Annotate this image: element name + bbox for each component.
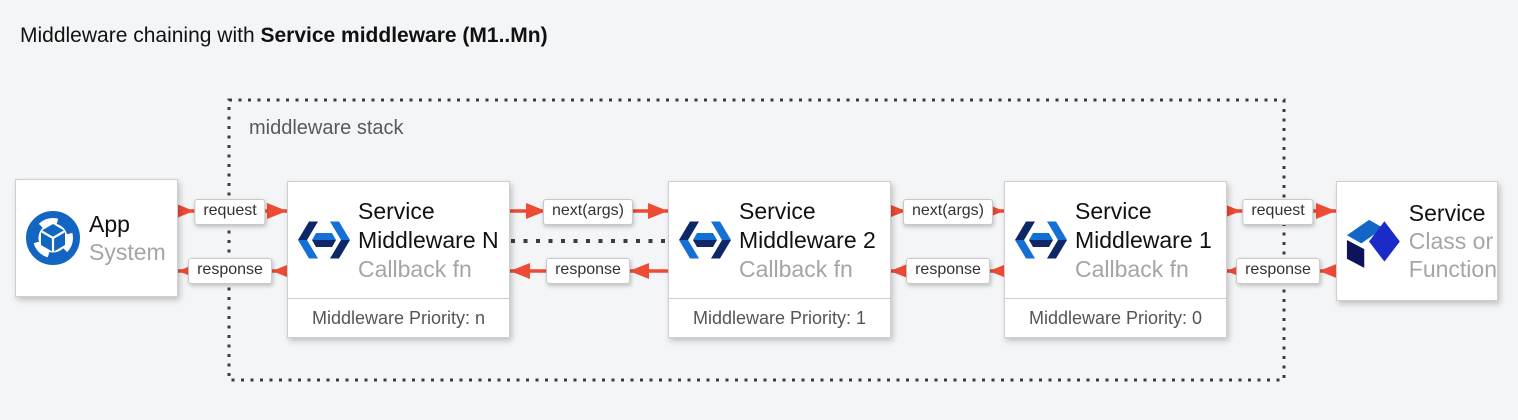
middleware-subtitle: Callback fn [1075,255,1189,282]
middleware-priority: Middleware Priority: 1 [669,298,890,338]
middleware-name-line1: Service [358,197,435,224]
edge-label-response-right: response [1236,258,1320,284]
page-title-prefix: Middleware chaining with [20,24,261,47]
edge-label-response-mid-2: response [906,258,990,284]
middleware-subtitle: Callback fn [358,255,472,282]
service-node-title: Service [1408,200,1486,226]
middleware-icon [679,221,731,259]
middleware-subtitle: Callback fn [739,255,853,282]
middleware-n-node: Service Middleware N Callback fn Middlew… [287,181,510,338]
edge-label-next-args-1: next(args) [542,199,634,225]
middleware-stack-dotted-border [227,98,1286,382]
app-system-icon [26,211,80,265]
service-node-subtitle-line2: Function [1408,256,1497,282]
middleware-priority: Middleware Priority: n [288,298,509,338]
middleware-icon [298,221,350,259]
page-title-emphasis: Service middleware (M1..Mn) [260,24,548,47]
middleware-2-node: Service Middleware 2 Callback fn Middlew… [668,181,891,338]
middleware-name-line1: Service [739,197,816,224]
middleware-name-line1: Service [1075,197,1152,224]
app-node-title: App [89,211,130,237]
edge-label-response-mid-1: response [546,258,630,284]
edge-label-request-right: request [1242,199,1314,225]
middleware-stack-label: middleware stack [249,117,404,139]
edge-label-next-args-2: next(args) [902,199,994,225]
middleware-icon [1015,221,1067,259]
edge-label-response-left: response [188,258,272,284]
app-node-subtitle: System [89,239,166,265]
service-node-subtitle-line1: Class or [1408,228,1494,254]
middleware-name-line2: Middleware 2 [739,226,876,253]
service-cube-icon [1346,219,1400,268]
middleware-name-line2: Middleware N [358,226,499,253]
page-title: Middleware chaining with Service middlew… [20,24,548,48]
edge-label-request-left: request [194,199,266,225]
middleware-1-node: Service Middleware 1 Callback fn Middlew… [1004,181,1227,338]
middleware-priority: Middleware Priority: 0 [1005,298,1226,338]
app-system-node: App System [15,179,178,297]
service-node: Service Class or Function [1336,181,1498,301]
middleware-name-line2: Middleware 1 [1075,226,1212,253]
